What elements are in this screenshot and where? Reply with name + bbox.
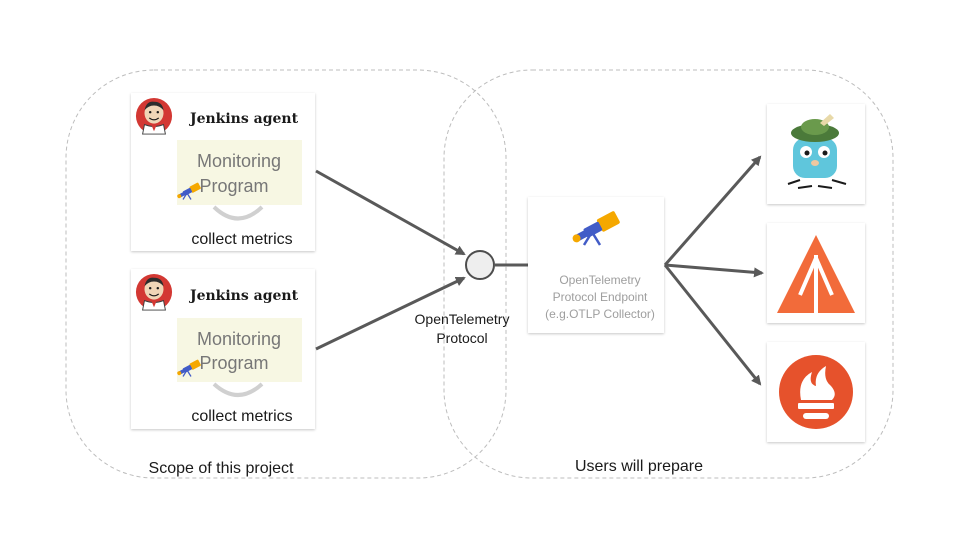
jenkins-agent-card: Jenkins agent Monitoring Program collect…	[131, 269, 315, 429]
protocol-node: OpenTelemetry Protocol	[415, 250, 510, 346]
program-line-2: Program	[199, 353, 268, 373]
program-box-bg	[177, 318, 302, 382]
loading-arc-icon	[212, 382, 264, 397]
backend-card-elastic	[767, 223, 865, 323]
elastic-apm-icon	[777, 235, 855, 313]
arrow-agent2-to-protocol	[315, 276, 466, 351]
agent-title: Jenkins agent	[188, 288, 299, 304]
loading-arc-icon	[212, 205, 264, 221]
program-line-1: Monitoring	[197, 151, 281, 171]
arrow-endpoint-to-elastic	[664, 263, 764, 278]
program-box-bg	[177, 140, 302, 205]
backend-card-gopher	[767, 104, 865, 204]
endpoint-line-3: (e.g.OTLP Collector)	[545, 307, 655, 321]
backend-card-prometheus	[767, 342, 865, 442]
user-region: Users will prepare	[443, 69, 894, 479]
protocol-label-line-2: Protocol	[436, 330, 487, 346]
jenkins-agent-card: Jenkins agent Monitoring Program collect…	[131, 93, 315, 251]
scope-region-label: Scope of this project	[149, 460, 295, 477]
agent-caption: collect metrics	[191, 231, 292, 248]
program-line-2: Program	[199, 176, 268, 196]
agent-title: Jenkins agent	[188, 111, 299, 127]
jenkins-icon	[135, 273, 173, 311]
monitoring-program-box: Monitoring Program	[175, 140, 302, 221]
otlp-endpoint-card: OpenTelemetry Protocol Endpoint (e.g.OTL…	[528, 197, 664, 333]
protocol-circle	[465, 250, 495, 280]
protocol-label-line-1: OpenTelemetry	[415, 311, 510, 327]
scope-region: Scope of this project	[65, 69, 507, 479]
agent-caption: collect metrics	[191, 408, 292, 425]
arrow-endpoint-to-prometheus	[663, 264, 762, 386]
program-line-1: Monitoring	[197, 329, 281, 349]
user-region-label: Users will prepare	[575, 458, 703, 475]
monitoring-program-box: Monitoring Program	[175, 318, 302, 397]
scope-region-border	[65, 69, 507, 479]
endpoint-card-box	[528, 197, 664, 333]
user-region-border	[443, 69, 894, 479]
jenkins-icon	[135, 97, 173, 135]
endpoint-line-1: OpenTelemetry	[559, 273, 640, 287]
arrow-endpoint-to-gopher	[663, 155, 762, 266]
endpoint-line-2: Protocol Endpoint	[553, 290, 648, 304]
gopher-explorer-icon	[787, 114, 847, 189]
arrow-agent1-to-protocol	[315, 169, 466, 256]
prometheus-icon	[779, 355, 853, 429]
